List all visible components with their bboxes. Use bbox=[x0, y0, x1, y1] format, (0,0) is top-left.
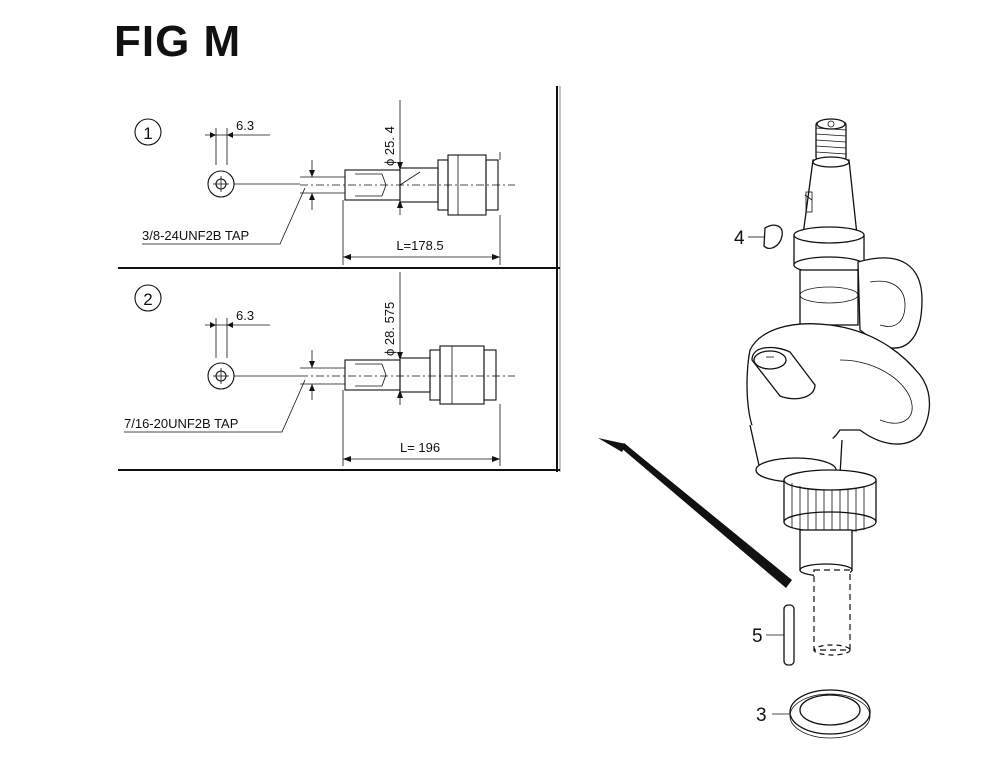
detail-1-index-circle bbox=[134, 118, 162, 146]
detail-2-index-circle bbox=[134, 284, 162, 312]
crankshaft bbox=[746, 118, 931, 656]
part-3-washer: 3 bbox=[756, 689, 871, 739]
crankshaft-output-shaft bbox=[799, 529, 853, 656]
crankshaft-taper bbox=[802, 159, 858, 236]
callout-3: 3 bbox=[756, 705, 767, 726]
part-4-key: 4 bbox=[734, 224, 783, 250]
detail-2-tap-label: 7/16-20UNF2B TAP bbox=[124, 416, 238, 431]
detail-2-shaft-profile bbox=[300, 345, 515, 405]
detail-1-shaft-profile bbox=[300, 154, 515, 216]
detail-2-length: L= 196 bbox=[400, 440, 440, 455]
detail-1-index: 1 bbox=[143, 124, 152, 143]
figure-title: FIG M bbox=[114, 17, 242, 66]
detail-1: 1 6.3 bbox=[134, 100, 515, 265]
detail-1-offset: 6.3 bbox=[236, 118, 254, 133]
detail-2-index: 2 bbox=[143, 290, 152, 309]
detail-panel-frame bbox=[118, 86, 561, 472]
detail-2-diameter: ϕ 28. 575 bbox=[382, 302, 397, 356]
detail-2: 2 6.3 bbox=[124, 272, 515, 466]
callout-5: 5 bbox=[752, 626, 763, 647]
detail-1-diameter: ϕ 25. 4 bbox=[382, 126, 397, 166]
detail-1-length: L=178.5 bbox=[396, 238, 443, 253]
detail-2-offset: 6.3 bbox=[236, 308, 254, 323]
part-5-pin: 5 bbox=[752, 604, 795, 666]
crankshaft-gear bbox=[783, 469, 877, 534]
crankshaft-threaded-tip bbox=[815, 118, 847, 161]
pointer-arrow bbox=[598, 438, 792, 588]
detail-1-tap-label: 3/8-24UNF2B TAP bbox=[142, 228, 249, 243]
callout-4: 4 bbox=[734, 228, 745, 249]
